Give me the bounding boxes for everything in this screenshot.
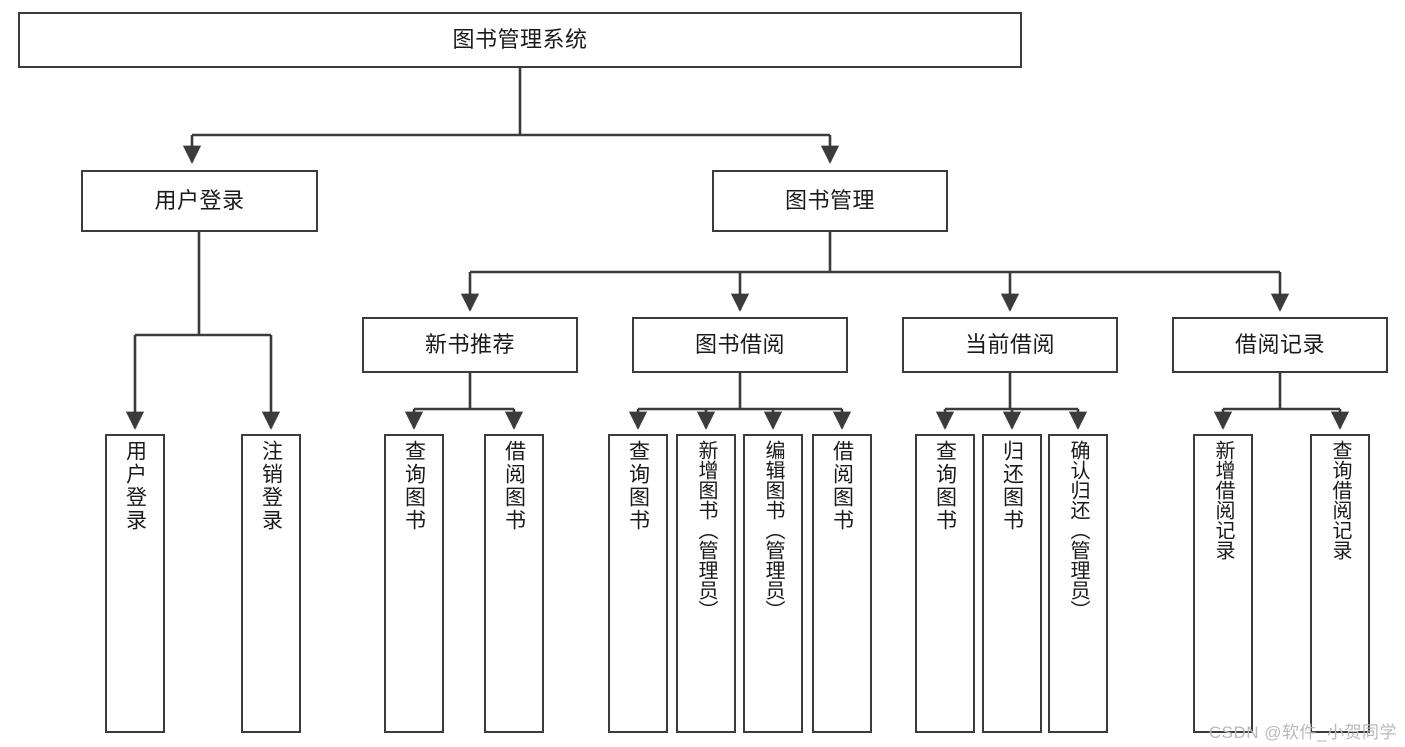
leaf-borrow-borrow-book[interactable]: 借阅图书 [812,434,872,733]
leaf-new-book-query[interactable]: 查询图书 [384,434,444,733]
node-book-borrow[interactable]: 图书借阅 [632,317,848,373]
leaf-user-login-logout[interactable]: 注销登录 [241,434,301,733]
leaf-user-login-signin[interactable]: 用户登录 [105,434,165,733]
node-label: 图书管理系统 [452,27,588,53]
node-label: 确认归还（管理员） [1067,440,1089,620]
node-label: 用户登录 [154,188,245,214]
leaf-record-add-record[interactable]: 新增借阅记录 [1193,434,1253,733]
node-book-management[interactable]: 图书管理 [712,170,948,232]
node-label: 图书借阅 [694,332,785,358]
leaf-record-query-record[interactable]: 查询借阅记录 [1310,434,1370,733]
leaf-current-return-book[interactable]: 归还图书 [982,434,1042,733]
node-label: 图书管理 [784,188,875,214]
node-label: 查询图书 [933,440,957,532]
leaf-borrow-edit-book-admin[interactable]: 编辑图书（管理员） [743,434,803,733]
node-label: 当前借阅 [964,332,1055,358]
leaf-new-book-borrow[interactable]: 借阅图书 [484,434,544,733]
node-root-system[interactable]: 图书管理系统 [18,12,1022,68]
node-label: 注销登录 [259,440,283,532]
node-label: 查询借阅记录 [1329,440,1351,560]
node-label: 借阅图书 [830,440,854,532]
node-label: 用户登录 [123,440,147,532]
node-label: 新增图书（管理员） [695,440,717,620]
node-label: 新书推荐 [424,332,515,358]
node-label: 查询图书 [626,440,650,532]
leaf-borrow-add-book-admin[interactable]: 新增图书（管理员） [676,434,736,733]
node-new-book-recommend[interactable]: 新书推荐 [362,317,578,373]
leaf-borrow-query-book[interactable]: 查询图书 [608,434,668,733]
node-label: 借阅记录 [1234,332,1325,358]
watermark: CSDN @软件_小贺同学 [1208,723,1397,742]
node-label: 查询图书 [402,440,426,532]
node-user-login[interactable]: 用户登录 [81,170,318,232]
node-label: 借阅图书 [502,440,526,532]
leaf-current-confirm-return-admin[interactable]: 确认归还（管理员） [1048,434,1108,733]
node-label: 编辑图书（管理员） [762,440,784,620]
node-label: 归还图书 [1000,440,1024,532]
node-borrow-record[interactable]: 借阅记录 [1172,317,1388,373]
node-current-borrow[interactable]: 当前借阅 [902,317,1118,373]
leaf-current-query-book[interactable]: 查询图书 [915,434,975,733]
node-label: 新增借阅记录 [1212,440,1234,560]
